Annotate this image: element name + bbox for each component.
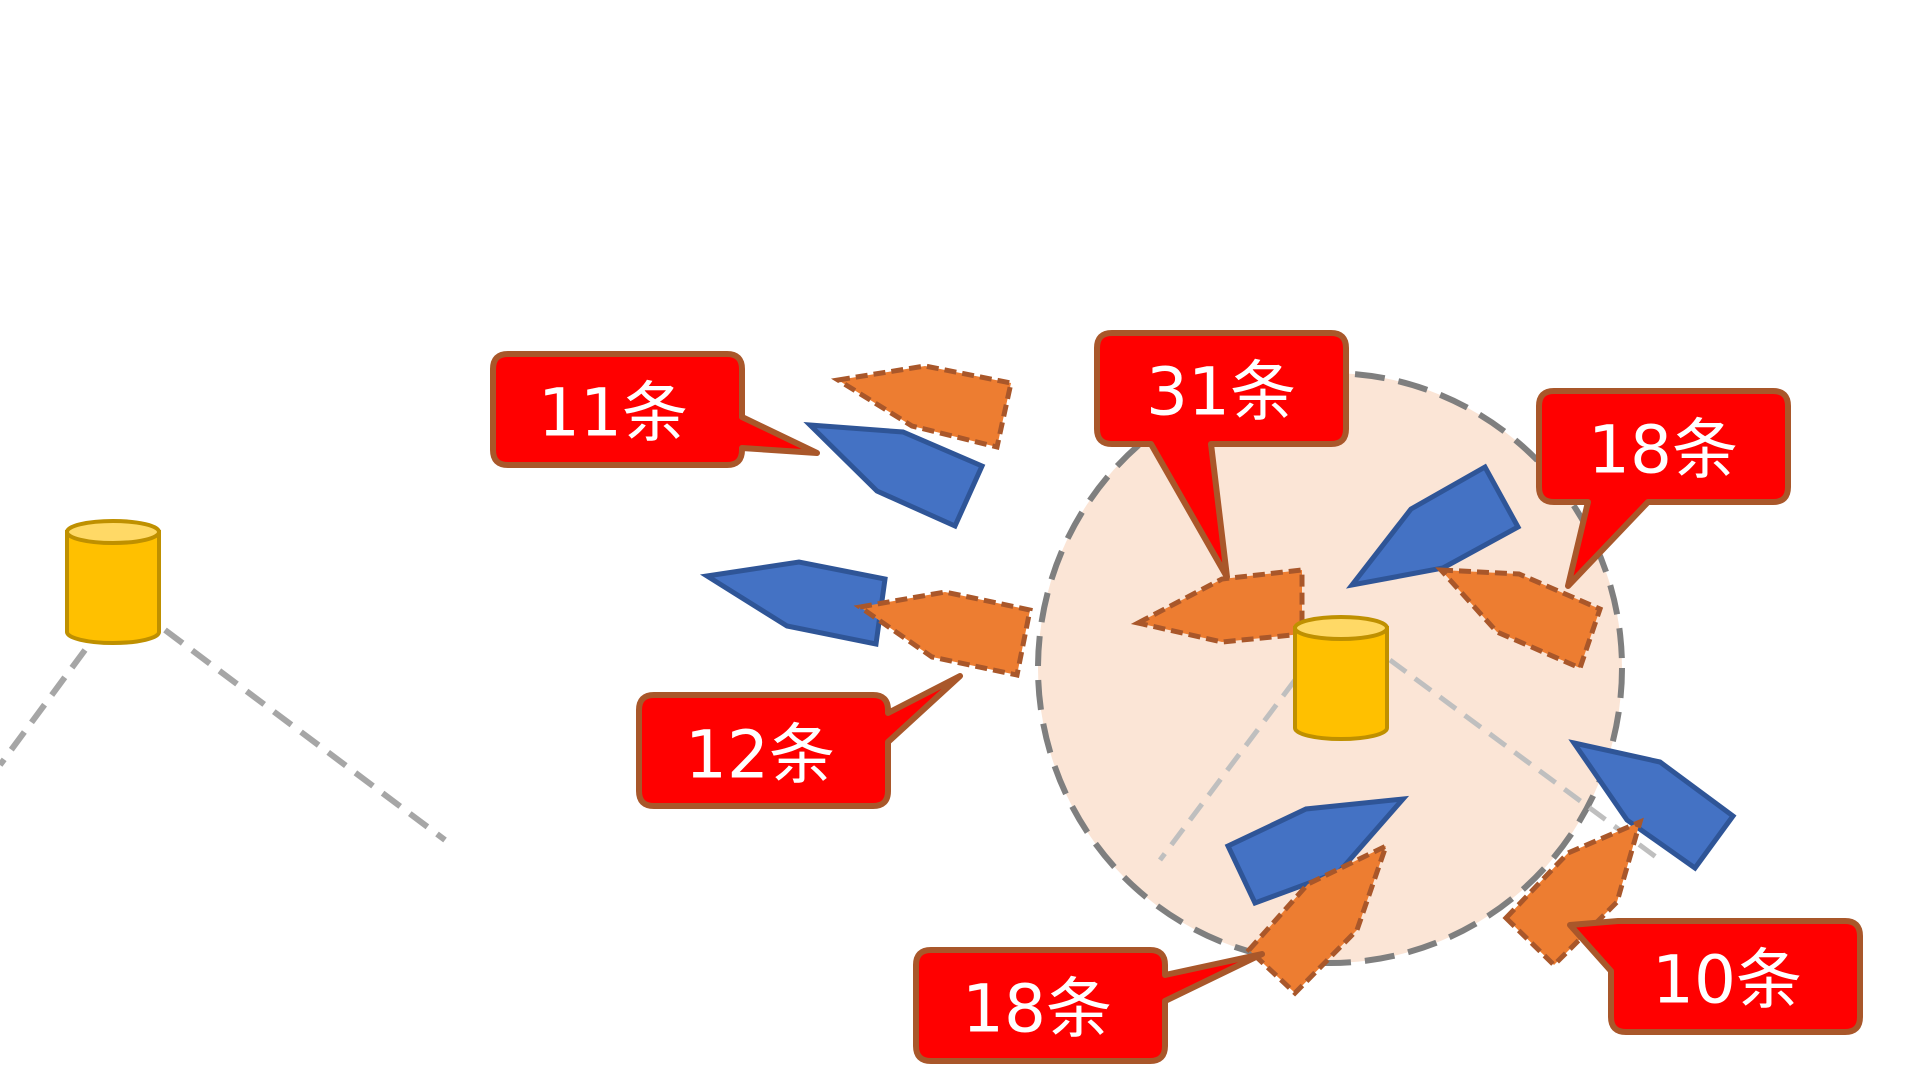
boat-icon: [1224, 795, 1410, 907]
boat-icon: [1345, 463, 1522, 589]
boat-icon: [1568, 739, 1737, 872]
callout-11-label: 11条: [538, 375, 688, 452]
buoy-cylinder-icon: [65, 519, 161, 645]
right-dashed-lines: [1158, 657, 1662, 863]
callout-12: 12条: [636, 673, 963, 809]
callout-18-top: 18条: [1536, 388, 1791, 589]
buoy-cylinder-icon: [1293, 615, 1389, 741]
callout-12-label: 12条: [685, 717, 835, 794]
boat-icon: [1245, 841, 1391, 997]
boat-icon: [699, 559, 888, 647]
callout-31: 31条: [1094, 330, 1349, 580]
boat-icon: [1502, 817, 1644, 969]
blue-boats: [699, 421, 1737, 907]
boat-icon: [853, 589, 1033, 678]
callout-31-label: 31条: [1146, 354, 1296, 431]
left-dashed-lines: [0, 627, 447, 843]
callout-11: 11条: [490, 351, 820, 468]
callout-10: 10条: [1567, 918, 1863, 1035]
boat-icon: [831, 363, 1014, 451]
callout-18-bottom: 18条: [913, 947, 1265, 1064]
callout-18-bottom-label: 18条: [962, 971, 1112, 1048]
boat-icon: [1435, 567, 1604, 672]
callout-18-top-label: 18条: [1588, 412, 1738, 489]
orange-boats: [831, 363, 1644, 997]
callout-10-label: 10条: [1652, 942, 1802, 1019]
boat-icon: [1130, 567, 1305, 645]
boat-icon: [803, 421, 986, 530]
